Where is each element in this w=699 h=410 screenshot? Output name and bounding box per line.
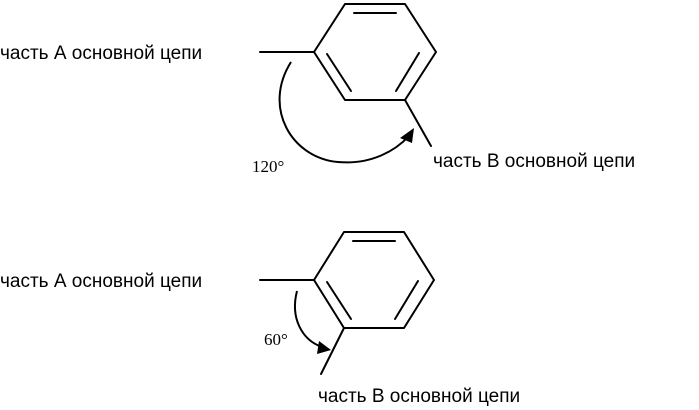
benzene-ring-top: [314, 4, 436, 100]
ring-outline: [314, 4, 436, 100]
ring-outline: [314, 232, 434, 328]
arrowhead-top: [400, 128, 414, 143]
angle-arc-bottom: [295, 291, 322, 347]
label-part-a-bottom: часть А основной цепи: [0, 271, 202, 292]
double-bond-inner: [327, 54, 351, 91]
angle-label-top: 120°: [252, 157, 284, 176]
double-bond-inner: [327, 282, 351, 319]
double-bond-inner: [395, 281, 418, 319]
label-part-b-top: часть В основной цепи: [433, 151, 635, 172]
arrowhead-bottom: [317, 341, 331, 354]
diagram-bottom: часть А основной цепи часть В основной ц…: [0, 232, 520, 407]
angle-label-bottom: 60°: [264, 330, 288, 349]
diagram-top: часть А основной цепи часть В основной ц…: [0, 4, 635, 176]
label-part-a-top: часть А основной цепи: [0, 43, 202, 64]
label-part-b-bottom: часть В основной цепи: [318, 386, 520, 407]
benzene-ring-bottom: [314, 232, 434, 328]
angle-arc-top: [280, 62, 409, 162]
